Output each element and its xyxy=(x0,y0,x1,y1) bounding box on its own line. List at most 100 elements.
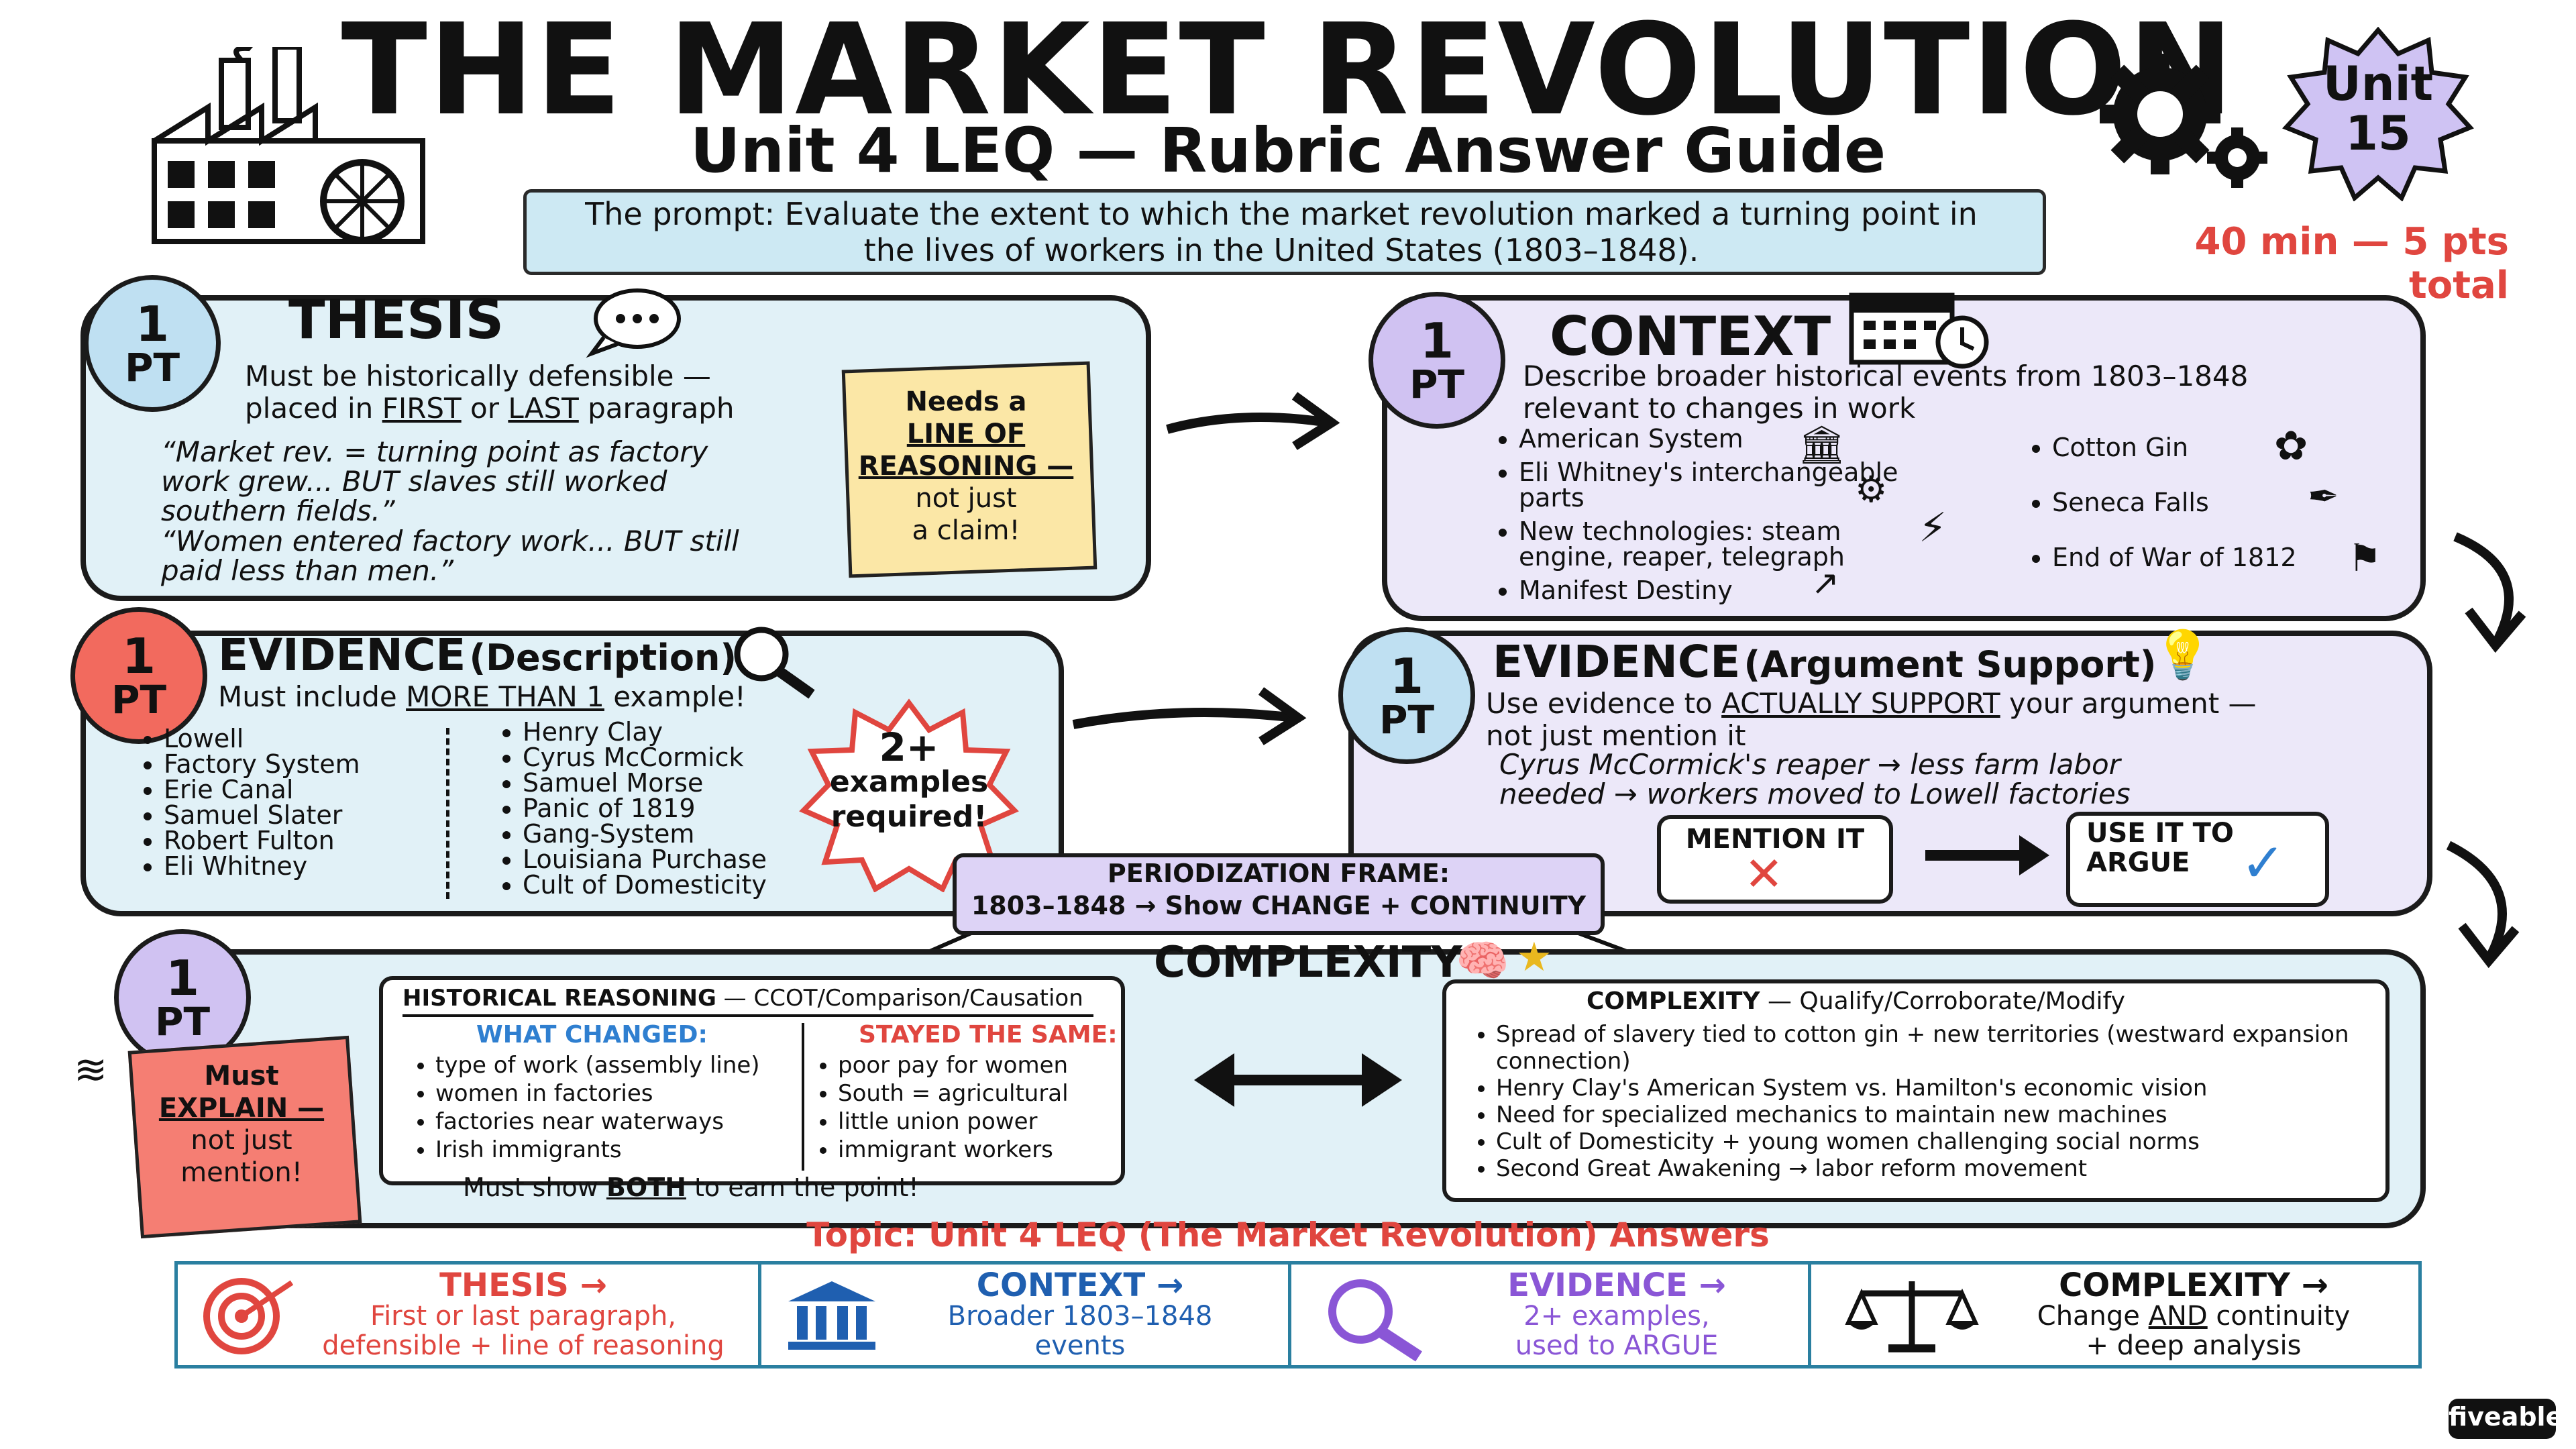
points-unit: PT xyxy=(111,677,167,722)
arrow-down-icon xyxy=(2446,841,2520,969)
list-item: Cult of Domesticity xyxy=(523,872,875,898)
complexity-title: COMPLEXITY xyxy=(1154,938,1462,987)
context-line-2: relevant to changes in work xyxy=(1523,392,1916,425)
title-main: EVIDENCE xyxy=(1493,636,1741,688)
thesis-title: THESIS xyxy=(288,288,504,351)
prompt-line-2: the lives of workers in the United State… xyxy=(863,232,1699,268)
sticky-line: a claim! xyxy=(912,515,1020,546)
rule-part: example! xyxy=(604,680,746,713)
hr-divider xyxy=(402,1014,1093,1017)
hr-title: HISTORICAL REASONING xyxy=(402,985,716,1012)
legend-line: 2+ examples, xyxy=(1523,1301,1710,1332)
list-item: poor pay for women xyxy=(838,1051,1110,1079)
list-item: American System xyxy=(1519,426,1939,451)
historical-reasoning-box xyxy=(379,976,1125,1185)
legend-evidence-title: EVIDENCE → xyxy=(1507,1267,1726,1304)
list-item: immigrant workers xyxy=(838,1136,1110,1164)
page-subtitle: Unit 4 LEQ — Rubric Answer Guide xyxy=(690,115,1886,186)
unit-badge xyxy=(2282,27,2474,201)
evidence-argument-title: EVIDENCE (Argument Support) xyxy=(1493,636,2156,688)
list-item: Eli Whitney's interchangeable parts xyxy=(1519,460,1939,511)
list-item: Lowell xyxy=(164,726,449,751)
arrow-right-icon xyxy=(1072,687,1307,745)
legend-line: Broader 1803–1848 xyxy=(947,1301,1213,1332)
arrow-down-icon xyxy=(2453,532,2526,653)
sticky-line: LINE OF xyxy=(906,419,1026,449)
legend-line: used to ARGUE xyxy=(1515,1330,1719,1361)
checkmark-icon: ✓ xyxy=(2241,832,2286,894)
points-unit: PT xyxy=(1379,697,1435,743)
legend-line: events xyxy=(1034,1330,1126,1361)
sticky-line: not just xyxy=(915,483,1017,514)
sticky-line: Needs a xyxy=(905,386,1027,417)
sticky-line: EXPLAIN — xyxy=(158,1093,325,1124)
thesis-description: Must be historically defensible — placed… xyxy=(245,360,849,425)
thesis-last: LAST xyxy=(508,392,579,425)
list-item: New technologies: steam engine, reaper, … xyxy=(1519,519,1939,570)
double-arrow-icon xyxy=(1194,1053,1402,1107)
columns-building-icon xyxy=(788,1281,875,1350)
burst-text: 2+ examples required! xyxy=(798,724,1020,835)
list-item: Henry Clay's American System vs. Hamilto… xyxy=(1496,1075,2368,1102)
evidence-col-1: Lowell Factory System Erie Canal Samuel … xyxy=(141,726,449,879)
both-part: Must show xyxy=(463,1173,606,1202)
legend-thesis xyxy=(174,1261,761,1368)
periodization-banner xyxy=(953,853,1605,935)
periodization-text: PERIODIZATION FRAME: 1803–1848 → Show CH… xyxy=(953,857,1605,922)
quill-icon: ✒ xyxy=(2308,475,2339,519)
legend-thesis-title: THESIS → xyxy=(439,1267,607,1304)
x-mark-icon: ✕ xyxy=(1744,847,1784,902)
cotton-icon: ✿ xyxy=(2274,423,2308,470)
rule-underlined: MORE THAN 1 xyxy=(406,680,604,713)
both-note: Must show BOTH to earn the point! xyxy=(463,1173,919,1202)
use-line: ARGUE xyxy=(2086,847,2190,878)
what-changed-list: type of work (assembly line) women in fa… xyxy=(413,1051,795,1164)
points-unit: PT xyxy=(1409,362,1465,407)
points-num: 1 xyxy=(165,950,200,1006)
context-left-list: American System Eli Whitney's interchang… xyxy=(1496,426,1939,603)
what-changed-title: WHAT CHANGED: xyxy=(476,1021,708,1049)
evidence-description-rule: Must include MORE THAN 1 example! xyxy=(218,681,956,713)
sticky-line: mention! xyxy=(180,1157,303,1188)
list-item: Second Great Awakening → labor reform mo… xyxy=(1496,1155,2368,1182)
magnifier-icon xyxy=(1328,1279,1422,1362)
complexity-box-title: COMPLEXITY — Qualify/Corroborate/Modify xyxy=(1587,987,2125,1015)
list-item: women in factories xyxy=(435,1079,795,1108)
points-num: 1 xyxy=(121,628,156,684)
use-it-box xyxy=(2066,812,2329,907)
sticky-line: Must xyxy=(204,1061,279,1091)
legend-context-text: Broader 1803–1848 events xyxy=(885,1301,1275,1360)
arrow-right-icon xyxy=(1925,835,2049,875)
burst-badge xyxy=(799,698,1019,892)
legend-context-title: CONTEXT → xyxy=(976,1267,1184,1304)
legend-underlined: AND xyxy=(2148,1301,2208,1332)
arrow-right-icon xyxy=(1166,392,1340,450)
evidence-argument-rule: Use evidence to ACTUALLY SUPPORT your ar… xyxy=(1486,688,2398,752)
prompt-text: The prompt: Evaluate the extent to which… xyxy=(537,196,2026,268)
burst-line: required! xyxy=(830,800,987,834)
evidence-description-title: EVIDENCE (Description) xyxy=(218,629,737,681)
list-item: Cyrus McCormick xyxy=(523,745,875,770)
example-line: needed → workers moved to Lowell factori… xyxy=(1499,777,2131,810)
burst-line: 2+ xyxy=(879,724,939,770)
column-divider xyxy=(446,728,449,899)
thesis-quote-1: “Market rev. = turning point as factory … xyxy=(161,435,708,527)
points-num: 1 xyxy=(1389,648,1424,704)
thesis-line-2a: placed in xyxy=(245,392,382,425)
unit-badge-label: Unit xyxy=(2322,56,2434,111)
column-divider xyxy=(802,1023,804,1171)
magnifier-icon xyxy=(734,627,815,699)
context-points-badge: 1 PT xyxy=(1368,292,1505,429)
context-description: Describe broader historical events from … xyxy=(1523,360,2328,425)
list-item: Gang-System xyxy=(523,821,875,847)
legend-complexity-text: Change AND continuity + deep analysis xyxy=(1986,1301,2402,1360)
legend-part: Change xyxy=(2037,1301,2149,1332)
gears-icon xyxy=(2100,54,2267,188)
thesis-points-badge: 1 PT xyxy=(84,275,221,412)
evidence-col-2: Henry Clay Cyrus McCormick Samuel Morse … xyxy=(500,719,875,898)
title-paren: (Description) xyxy=(469,637,737,679)
gear-icon: ⚙ xyxy=(1855,468,1888,511)
points-unit: PT xyxy=(154,999,211,1044)
list-item: Erie Canal xyxy=(164,777,449,802)
list-item: Henry Clay xyxy=(523,719,875,745)
